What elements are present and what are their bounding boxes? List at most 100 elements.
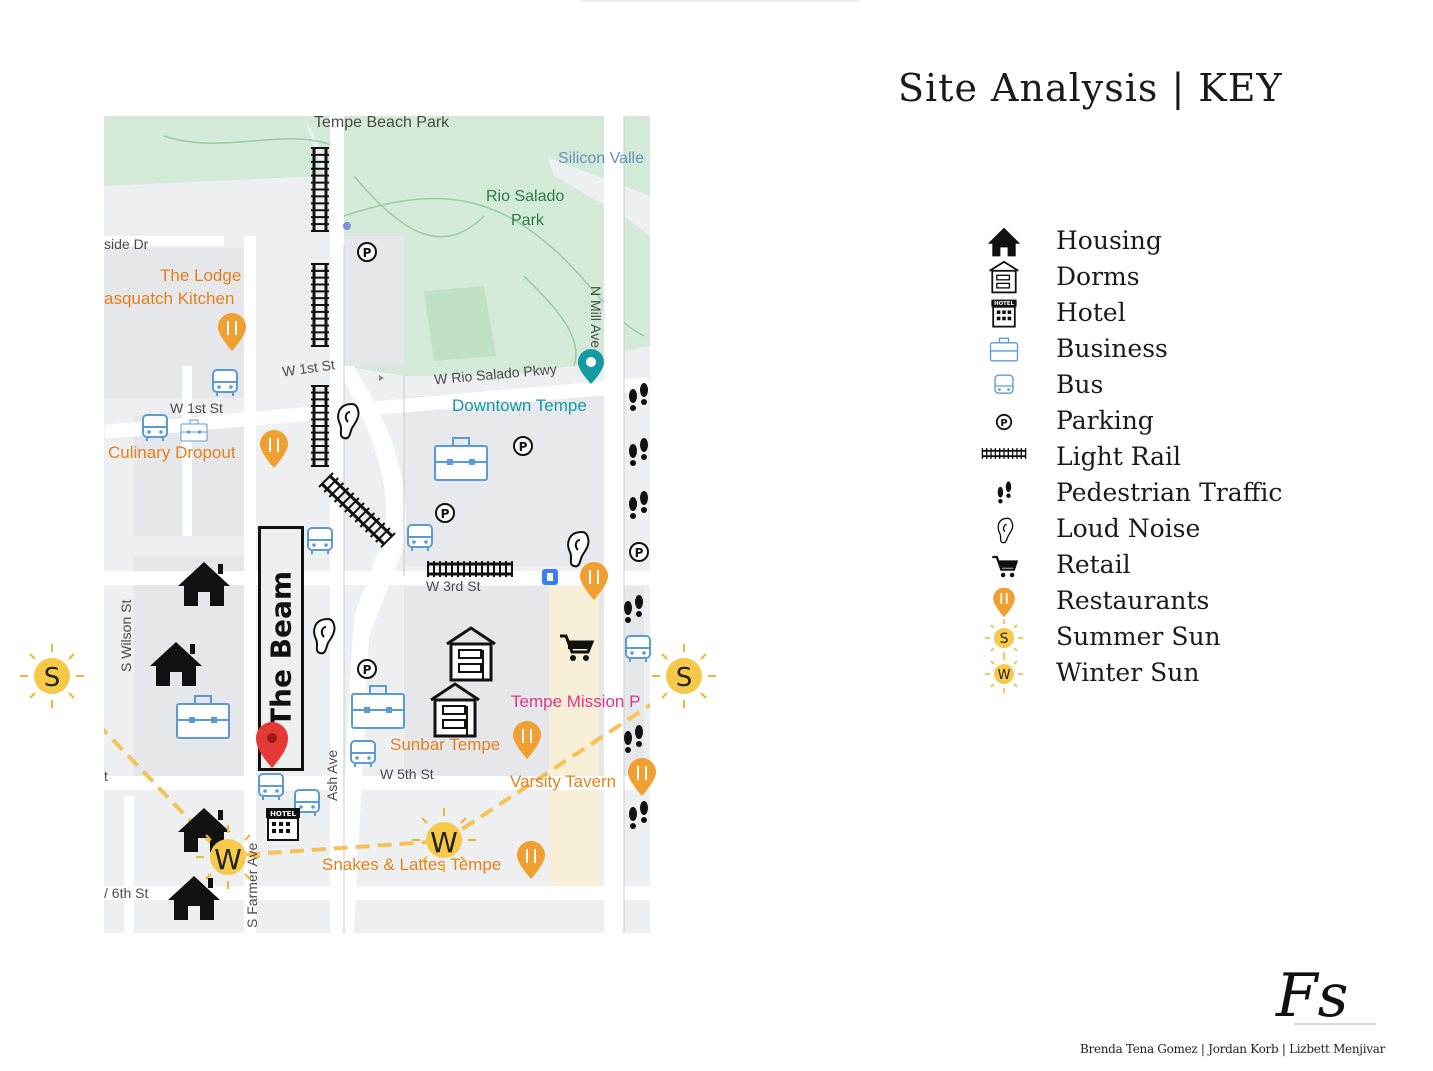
legend-label: Retail xyxy=(1056,550,1131,579)
restaurant-pin-icon xyxy=(259,429,289,469)
parking-icon: P xyxy=(995,413,1013,431)
bus-icon xyxy=(625,635,651,663)
cart-icon xyxy=(992,555,1019,578)
map-base xyxy=(104,116,650,933)
rail-tie xyxy=(364,517,381,533)
winter-sun-icon: W xyxy=(985,655,1023,693)
winter-sun-center-icon: W xyxy=(411,807,477,873)
transit-station-icon xyxy=(542,569,558,585)
map-label-sunbar-tempe: Sunbar Tempe xyxy=(390,735,501,754)
summer-sun-icon: S xyxy=(985,619,1023,657)
bus-icon xyxy=(212,369,238,397)
svg-text:W: W xyxy=(430,826,458,859)
camera-pin-icon xyxy=(578,349,604,384)
hotel-icon: HOTEL xyxy=(266,808,300,841)
map-label-sasquatch-kitchen: asquatch Kitchen xyxy=(104,289,235,308)
loud-noise-icon xyxy=(337,403,360,440)
rail-tie xyxy=(328,482,345,498)
bus-icon xyxy=(142,414,168,442)
legend-item-hotel: HOTEL Hotel xyxy=(970,296,1330,332)
bus-icon xyxy=(994,374,1014,394)
legend-item-dorms: Dorms xyxy=(970,260,1330,296)
rail-tie xyxy=(354,507,370,523)
pedestrian-traffic-icon xyxy=(629,438,648,466)
legend-label: Dorms xyxy=(1056,262,1140,291)
map-label-w-1st-st-west: W 1st St xyxy=(170,400,223,416)
restaurant-pin-icon xyxy=(627,757,657,797)
footprints-icon xyxy=(997,481,1012,504)
rail-tie xyxy=(349,502,365,518)
svg-text:W: W xyxy=(214,843,242,876)
briefcase-icon xyxy=(989,337,1019,362)
map-label-the-lodge: The Lodge xyxy=(160,266,242,285)
team-logo: Fs xyxy=(1275,961,1376,1031)
pedestrian-traffic-icon xyxy=(629,801,648,829)
summer-sun-west-icon: S xyxy=(19,643,85,709)
bus-icon xyxy=(407,524,433,552)
svg-text:P: P xyxy=(1000,418,1007,429)
map-label-w-3rd-st: W 3rd St xyxy=(426,578,481,594)
loud-noise-icon xyxy=(567,531,590,568)
svg-text:S: S xyxy=(676,663,693,693)
map-label-downtown-tempe: Downtown Tempe xyxy=(452,396,587,415)
legend-label: Business xyxy=(1056,334,1168,363)
business-icon xyxy=(434,437,488,481)
housing-icon xyxy=(168,876,220,920)
map-label-tempe-beach-park: Tempe Beach Park xyxy=(314,116,450,131)
svg-text:W: W xyxy=(998,668,1011,683)
retail-cart-icon xyxy=(560,634,595,661)
parking-icon xyxy=(513,436,533,456)
map-label-culinary-dropout: Culinary Dropout xyxy=(108,443,236,462)
page-title: Site Analysis | KEY xyxy=(898,66,1283,110)
hotel-icon: HOTEL xyxy=(991,299,1017,328)
map-label-w-6th-st: / 6th St xyxy=(104,885,149,901)
legend-label: Summer Sun xyxy=(1056,622,1221,651)
rail-tie xyxy=(344,497,360,513)
restaurant-pin-icon xyxy=(217,312,247,352)
map-label-silicon-valley: Silicon Valle xyxy=(558,150,644,167)
site-location-pin-icon[interactable] xyxy=(256,722,288,768)
map-label-varsity-tavern: Varsity Tavern xyxy=(510,772,617,791)
winter-sun-west-icon: W xyxy=(195,824,261,890)
restaurant-pin-icon xyxy=(512,720,542,760)
rail-tie xyxy=(380,532,396,548)
legend-item-housing: Housing xyxy=(970,224,1330,260)
map-label-w-5th-st: W 5th St xyxy=(380,766,434,782)
svg-text:HOTEL: HOTEL xyxy=(994,301,1014,307)
legend-item-light-rail: Light Rail xyxy=(970,440,1330,476)
map-label-rio-salado-park: Rio Salado xyxy=(486,188,565,205)
svg-text:S: S xyxy=(44,663,61,693)
legend-item-restaurants: Restaurants xyxy=(970,584,1330,620)
pedestrian-traffic-icon xyxy=(629,491,648,519)
rail-tie xyxy=(369,522,386,538)
map-label-tempe-mission: Tempe Mission P xyxy=(511,692,641,711)
legend-label: Light Rail xyxy=(1056,442,1181,471)
site-map: Tempe Beach Park Silicon Valle Rio Salad… xyxy=(104,116,650,933)
svg-text:Fs: Fs xyxy=(1275,961,1348,1031)
restaurant-pin-icon xyxy=(516,840,546,880)
bus-icon xyxy=(307,527,333,555)
legend-label: Hotel xyxy=(1056,298,1126,327)
parking-icon xyxy=(357,659,377,679)
business-icon xyxy=(180,419,208,442)
dorm-icon xyxy=(445,626,497,682)
legend-label: Winter Sun xyxy=(1056,658,1200,687)
dorm-icon xyxy=(989,260,1019,294)
restaurant-pin-icon xyxy=(993,587,1015,618)
legend-item-pedestrian: Pedestrian Traffic xyxy=(970,476,1330,512)
ear-icon xyxy=(997,517,1014,544)
bus-icon xyxy=(350,740,376,768)
legend-item-parking: P Parking xyxy=(970,404,1330,440)
housing-icon xyxy=(150,642,202,686)
legend-label: Parking xyxy=(1056,406,1154,435)
rail-tie xyxy=(338,492,355,508)
business-icon xyxy=(351,685,405,729)
loud-noise-icon xyxy=(313,618,336,655)
rail-tie xyxy=(375,527,391,543)
pedestrian-traffic-icon xyxy=(624,725,643,753)
map-label-snakes-lattes: Snakes & Lattes Tempe xyxy=(322,855,502,874)
rail-icon xyxy=(981,448,1027,459)
house-icon xyxy=(987,227,1021,257)
legend-item-loud-noise: Loud Noise xyxy=(970,512,1330,548)
